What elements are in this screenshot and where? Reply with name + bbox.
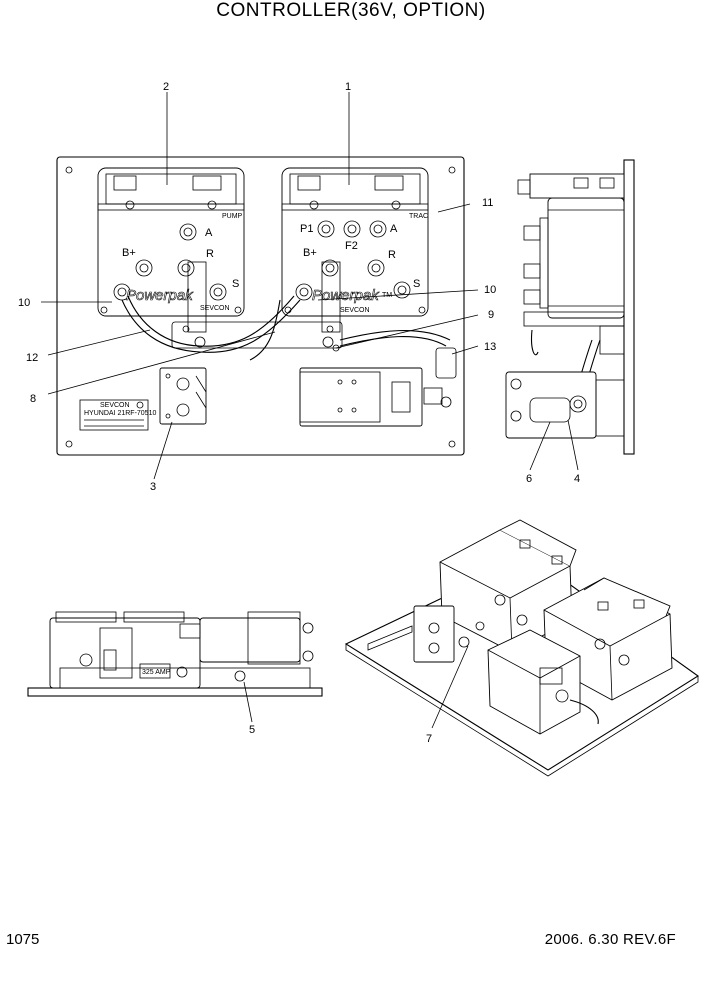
callout-2: 2 — [163, 81, 169, 93]
terminal-f2-label: F2 — [345, 240, 358, 252]
terminal-p1-label: P1 — [300, 223, 313, 235]
pump-label: PUMP — [222, 213, 243, 220]
callout-12: 12 — [26, 352, 38, 364]
leader-lines — [41, 92, 479, 480]
terminal-s-label-right: S — [413, 278, 420, 290]
callout-10-right: 10 — [484, 284, 496, 296]
terminal-a-label-right: A — [390, 223, 398, 235]
bottom-side-view: 325 AMP — [27, 611, 323, 723]
id-label-plate: SEVCON HYUNDAI 21RF-70510 — [79, 399, 156, 431]
trac-label: TRAC — [409, 213, 428, 220]
terminal-r-label: R — [206, 248, 214, 260]
pump-controller: PUMP A B+ R S Powerpak SEVCON — [97, 167, 245, 317]
side-view-assembly — [505, 159, 635, 471]
callout-5: 5 — [249, 724, 255, 736]
brand-logo-left: Powerpak — [126, 287, 194, 304]
callout-10-left: 10 — [18, 297, 30, 309]
front-view-assembly: PUMP A B+ R S Powerpak SEVCON — [41, 92, 479, 480]
maker-label-left: SEVCON — [200, 305, 230, 312]
fuse-holder — [159, 367, 207, 425]
label-plate-title: SEVCON — [100, 402, 130, 409]
callout-9: 9 — [488, 309, 494, 321]
callout-numbers: 1 2 3 4 5 6 7 8 9 10 10 11 12 13 — [18, 81, 580, 745]
terminal-a-label: A — [205, 227, 213, 239]
terminal-r-label-right: R — [388, 249, 396, 261]
page-title: CONTROLLER(36V, OPTION) — [216, 0, 486, 21]
callout-6: 6 — [526, 473, 532, 485]
contactor — [299, 347, 457, 427]
cables-and-busbars — [121, 261, 451, 361]
traction-controller: TRAC P1 F2 A B+ R S Powerpak TM SEVCON — [281, 167, 429, 317]
callout-7: 7 — [426, 733, 432, 745]
isometric-view — [344, 519, 699, 777]
callout-3: 3 — [150, 481, 156, 493]
maker-label-right: SEVCON — [340, 307, 370, 314]
callout-11: 11 — [482, 197, 493, 209]
brand-logo-right: Powerpak — [312, 287, 380, 304]
mounting-plate — [56, 156, 465, 456]
revision-date: 2006. 6.30 REV.6F — [544, 931, 676, 948]
callout-13: 13 — [484, 341, 496, 353]
page-number: 1075 — [6, 931, 40, 948]
label-plate-line: HYUNDAI 21RF-70510 — [84, 410, 156, 417]
callout-1: 1 — [345, 81, 351, 93]
callout-4: 4 — [574, 473, 580, 485]
fuse-amp-label: 325 AMP — [142, 669, 171, 676]
callout-8: 8 — [30, 393, 36, 405]
terminal-b-plus-label-right: B+ — [303, 247, 317, 259]
terminal-b-plus-label: B+ — [122, 247, 136, 259]
terminal-s-label: S — [232, 278, 239, 290]
